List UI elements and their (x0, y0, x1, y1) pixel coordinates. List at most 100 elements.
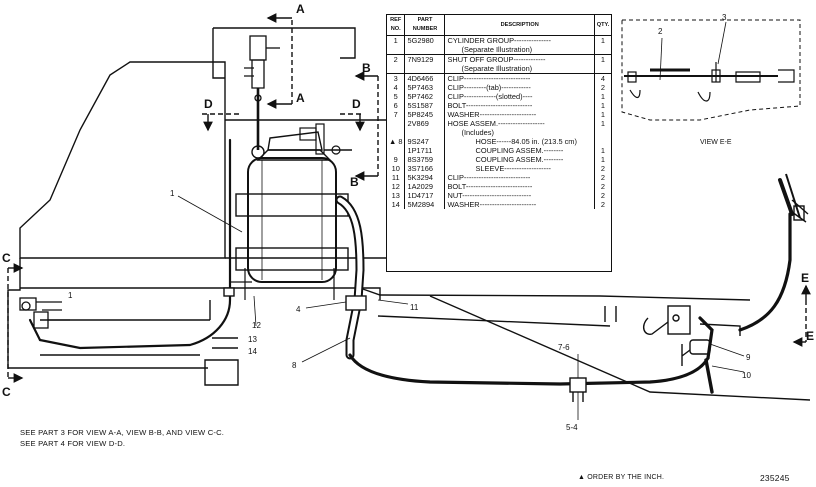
desc-cell: WASHER----------------------- (444, 200, 595, 209)
section-label-d-right: D (352, 97, 361, 111)
desc-cell: (Separate Illustration) (444, 45, 595, 55)
callout-5-4: 5-4 (566, 423, 578, 432)
ref-cell: 10 (387, 164, 406, 173)
desc-cell: BOLT--------------------------- (444, 101, 595, 110)
section-arrow-heads (8, 13, 811, 383)
part-cell: 8S3759 (404, 155, 446, 164)
qty-cell: 1 (600, 92, 605, 101)
part-cell (404, 64, 446, 74)
desc-cell: WASHER----------------------- (444, 110, 595, 119)
callout-4: 4 (296, 305, 301, 314)
part-cell: 5K3294 (404, 173, 446, 182)
callout-14: 14 (248, 347, 257, 356)
col-part-number: PART NUMBER (404, 15, 446, 36)
desc-cell: SLEEVE------------------- (444, 164, 595, 173)
part-cell: 9S247 (404, 137, 446, 146)
ref-cell: 4 (387, 83, 406, 92)
table-row: (Separate Illustration) (387, 45, 611, 55)
ref-cell: 13 (387, 191, 406, 200)
callout-1-left: 1 (68, 291, 73, 300)
part-cell: 5S1587 (404, 101, 446, 110)
part-cell: 5G2980 (404, 35, 446, 45)
ref-cell: 3 (387, 73, 406, 83)
part-cell: 1A2029 (404, 182, 446, 191)
desc-cell: CYLINDER GROUP--------------- (444, 35, 595, 45)
col-qty: QTY. (594, 15, 611, 36)
qty-cell: 1 (594, 35, 611, 45)
ref-cell (387, 64, 406, 74)
callout-7-6: 7-6 (558, 343, 570, 352)
note-view-reference-1: SEE PART 3 FOR VIEW A-A, VIEW B-B, AND V… (20, 428, 225, 437)
ref-cell: 2 (387, 54, 406, 64)
view-e-inset (621, 19, 801, 121)
part-cell: 5M2894 (404, 200, 446, 209)
qty-cell (594, 137, 611, 146)
part-cell: 4D6466 (404, 73, 446, 83)
desc-cell: CLIP---------(tab)------------ (444, 83, 595, 92)
section-label-a-bottom: A (296, 91, 305, 105)
qty-cell: 1 (600, 110, 605, 119)
callout-13: 13 (248, 335, 257, 344)
part-cell: 5P8245 (404, 110, 446, 119)
qty-cell (594, 128, 611, 137)
section-label-b-top: B (362, 61, 371, 75)
ref-cell (387, 128, 406, 137)
callout-2-inset: 2 (658, 27, 663, 36)
section-markers (7, 20, 807, 378)
qty-cell: 2 (600, 191, 605, 200)
qty-cell: 1 (594, 54, 611, 64)
note-view-reference-2: SEE PART 4 FOR VIEW D-D. (20, 439, 126, 448)
frame-outline (7, 27, 811, 401)
ref-cell (387, 45, 406, 55)
part-cell: 2V869 (404, 119, 446, 128)
part-cell (404, 128, 446, 137)
table-row: (Includes) (387, 128, 611, 137)
coupling-fittings (642, 173, 809, 366)
qty-cell: 2 (600, 182, 605, 191)
ref-cell: 5 (387, 92, 406, 101)
qty-cell: 2 (600, 173, 605, 182)
view-e-title: VIEW E-E (700, 139, 732, 146)
qty-cell: 2 (600, 200, 605, 209)
section-label-c-top: C (2, 251, 11, 265)
ref-cell: 6 (387, 101, 406, 110)
section-label-c-bottom: C (2, 385, 11, 399)
ref-cell: 1 (387, 35, 406, 45)
callout-11: 11 (410, 303, 419, 312)
ref-cell: 9 (387, 155, 406, 164)
desc-cell: SHUT OFF GROUP------------- (444, 54, 595, 64)
callout-9: 9 (746, 353, 751, 362)
part-cell: 7N9129 (404, 54, 446, 64)
desc-cell: HOSE------84.05 in. (213.5 cm) (444, 137, 595, 146)
callout-8: 8 (292, 361, 297, 370)
callout-12: 12 (252, 321, 261, 330)
desc-cell: CLIP-------------(slotted)---- (444, 92, 595, 101)
part-cell: 5P7463 (404, 83, 446, 92)
desc-cell: (Includes) (444, 128, 595, 137)
part-cell: 1D4717 (404, 191, 446, 200)
callout-10: 10 (742, 371, 751, 380)
callout-1: 1 (170, 189, 175, 198)
desc-cell: HOSE ASSEM.------------------- (444, 119, 595, 128)
desc-cell: (Separate Illustration) (444, 64, 595, 74)
left-fittings (19, 297, 70, 329)
qty-cell: 2 (600, 164, 605, 173)
qty-cell: 1 (600, 101, 605, 110)
